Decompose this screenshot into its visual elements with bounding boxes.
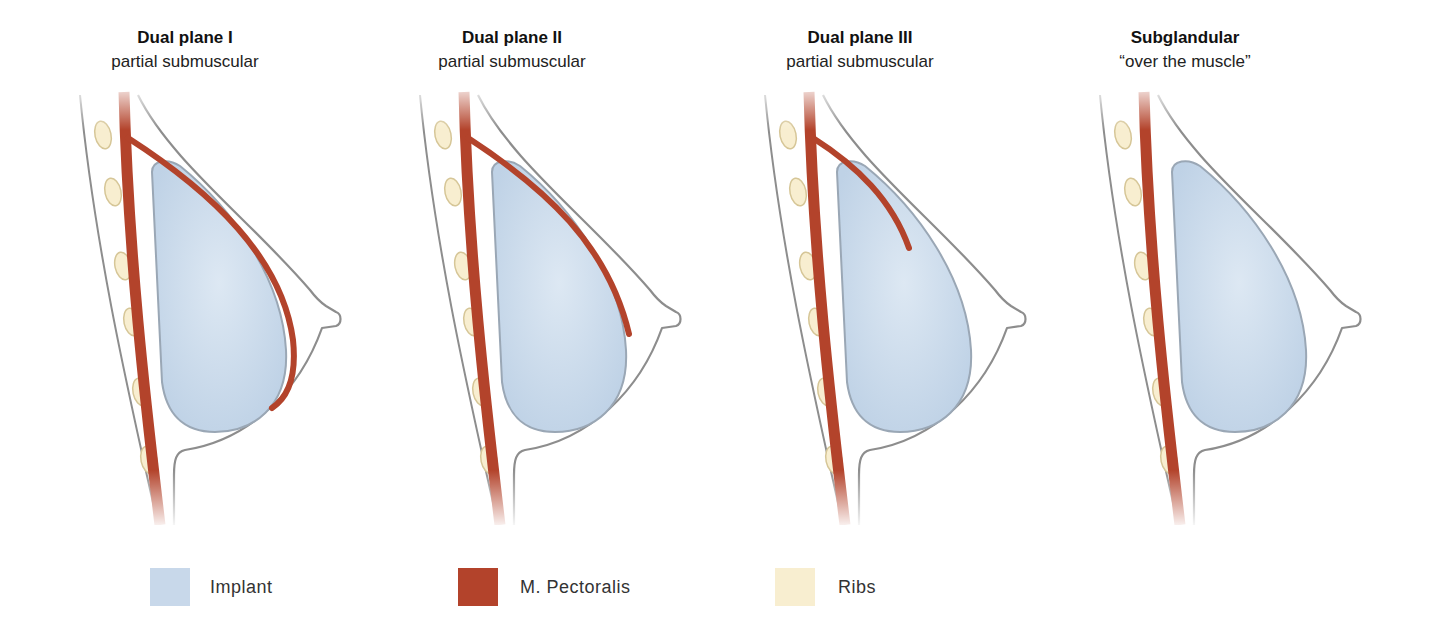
panel-subheading: “over the muscle” [1119,52,1250,72]
legend-swatch [150,568,190,606]
legend-swatch [775,568,815,606]
subglandular-figure [1100,92,1361,525]
panel-heading: Dual plane I [137,28,232,48]
legend-text: Implant [210,576,273,598]
panel-heading: Dual plane III [808,28,913,48]
fade-overlay [0,80,1430,545]
dual-plane-two-figure [420,92,681,525]
panel-subheading: partial submuscular [786,52,933,72]
legend-swatch [458,568,498,606]
dual-plane-three-figure [765,92,1026,525]
legend-text: Ribs [838,576,876,598]
panel-subheading: partial submuscular [438,52,585,72]
panel-subheading: partial submuscular [111,52,258,72]
dual-plane-one-figure [80,92,341,525]
panel-heading: Dual plane II [462,28,562,48]
panel-heading: Subglandular [1131,28,1240,48]
legend-text: M. Pectoralis [520,576,631,598]
